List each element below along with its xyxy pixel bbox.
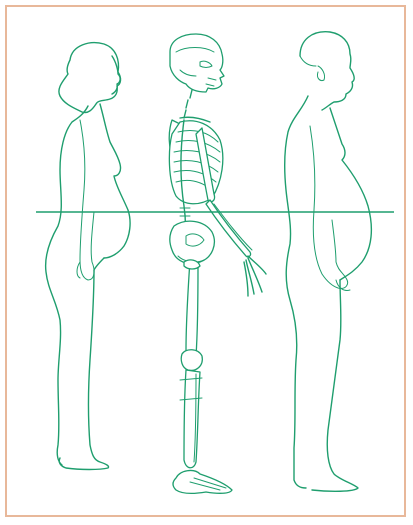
male-figure-outline — [285, 32, 372, 492]
female-figure-outline — [46, 43, 130, 470]
skeleton-figure — [169, 34, 266, 493]
